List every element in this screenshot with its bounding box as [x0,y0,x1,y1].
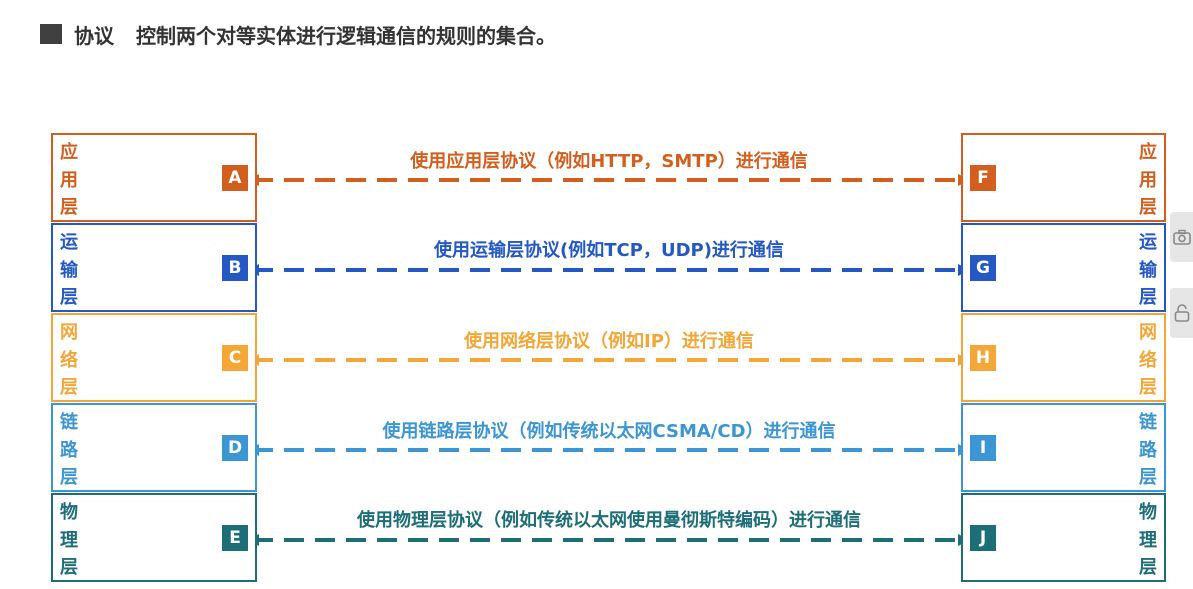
title-bullet [40,24,62,44]
title-definition: 控制两个对等实体进行逻辑通信的规则的集合。 [136,23,556,48]
layer-name-char: 理 [1139,529,1157,551]
layer-name-char: 运 [60,232,78,253]
layer-name: 链路层 [1138,409,1158,492]
layer-name: 运输层 [59,229,79,312]
layer-name-char: 层 [60,197,78,218]
layer-box-right: 物理层 J [961,493,1166,582]
layer-name-char: 层 [1139,467,1157,488]
layer-name-char: 层 [1139,287,1157,308]
layer-name-char: 用 [60,169,78,191]
layer-name-char: 层 [1139,377,1157,398]
title-term: 协议 [74,23,114,48]
layer-name: 链路层 [59,409,79,492]
side-tab-camera[interactable] [1170,212,1193,262]
layer-name: 网络层 [59,319,79,402]
layer-name-char: 络 [1139,349,1157,371]
layer-name-char: 网 [1139,322,1157,343]
layer-box-right: 运输层 G [961,223,1166,312]
entity-badge: I [970,435,996,461]
entity-badge: H [970,345,996,371]
layer-name-char: 路 [1139,439,1157,461]
layer-name-char: 链 [1139,412,1157,433]
layer-name-char: 输 [1139,259,1157,281]
layer-name: 物理层 [59,499,79,582]
entity-badge: G [970,255,996,281]
protocol-label: 使用应用层协议（例如HTTP，SMTP）进行通信 [410,151,808,172]
entity-badge: E [222,525,248,551]
entity-badge: F [970,165,996,191]
layer-name-char: 层 [60,467,78,488]
layer-box-left: 物理层 E [51,493,257,582]
entity-badge: D [222,435,248,461]
layer-name-char: 网 [60,322,78,343]
layer-name-char: 链 [60,412,78,433]
slide-title: 协议 控制两个对等实体进行逻辑通信的规则的集合。 [40,20,556,48]
layer-box-right: 网络层 H [961,313,1166,402]
protocol-label: 使用链路层协议（例如传统以太网CSMA/CD）进行通信 [382,421,836,442]
layer-name: 物理层 [1138,499,1158,582]
layer-name-char: 路 [60,439,78,461]
protocol-label: 使用网络层协议（例如IP）进行通信 [464,331,754,352]
layer-name-char: 运 [1139,232,1157,253]
layer-name: 运输层 [1138,229,1158,312]
camera-icon [1172,229,1191,245]
layer-name-char: 用 [1139,169,1157,191]
layer-name: 应用层 [59,139,79,222]
layer-name-char: 层 [1139,197,1157,218]
protocol-label: 使用物理层协议（例如传统以太网使用曼彻斯特编码）进行通信 [357,510,861,531]
layer-box-left: 链路层 D [51,403,257,492]
layer-name-char: 输 [60,259,78,281]
layer-name-char: 理 [60,529,78,551]
entity-badge: B [222,255,248,281]
layer-name-char: 层 [60,287,78,308]
protocol-label: 使用运输层协议(例如TCP，UDP)进行通信 [434,240,784,261]
layer-box-right: 应用层 F [961,133,1166,222]
layer-box-left: 应用层 A [51,133,257,222]
layer-box-right: 链路层 I [961,403,1166,492]
layer-name-char: 层 [60,557,78,578]
entity-badge: C [222,345,248,371]
layer-name: 应用层 [1138,139,1158,222]
layer-box-left: 运输层 B [51,223,257,312]
layer-name-char: 层 [1139,557,1157,578]
layer-box-left: 网络层 C [51,313,257,402]
layer-name-char: 层 [60,377,78,398]
layer-name-char: 应 [1139,142,1157,163]
side-tab-lock[interactable] [1170,288,1193,338]
lock-icon [1174,304,1189,322]
entity-badge: J [970,525,996,551]
layer-name-char: 络 [60,349,78,371]
layer-name: 网络层 [1138,319,1158,402]
layer-name-char: 物 [1139,502,1157,523]
entity-badge: A [222,165,248,191]
layer-name-char: 应 [60,142,78,163]
layer-name-char: 物 [60,502,78,523]
